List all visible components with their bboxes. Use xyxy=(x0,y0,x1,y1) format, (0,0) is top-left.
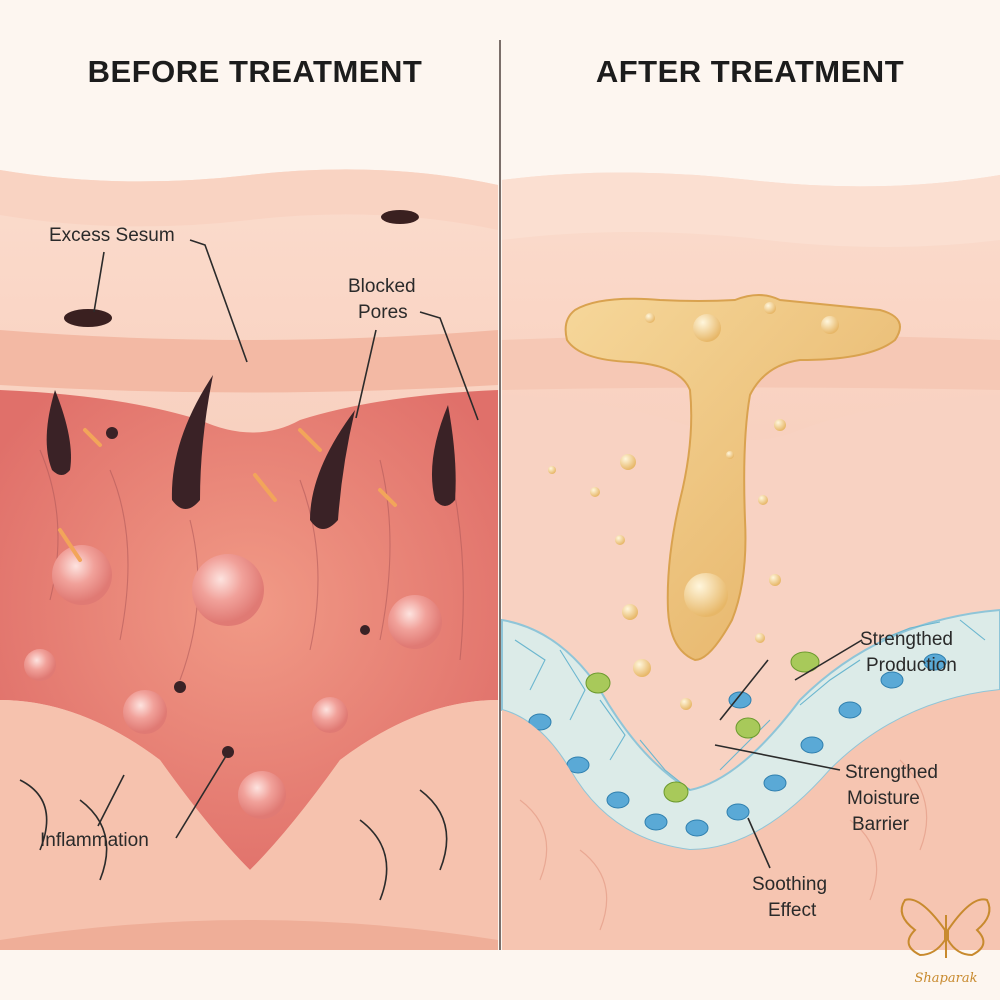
label-barrier-2: Moisture xyxy=(847,788,920,809)
butterfly-logo: Shaparak xyxy=(900,898,991,986)
leader-blocked-pores-b xyxy=(419,311,479,421)
pimple-4 xyxy=(123,690,167,734)
leader-excess-sebum-a xyxy=(189,239,248,363)
pimple-7 xyxy=(24,649,56,681)
inflamed-dermis xyxy=(0,390,498,870)
barrier-cells-green xyxy=(585,651,820,803)
label-production-2: Production xyxy=(866,655,957,676)
label-barrier-3: Barrier xyxy=(852,814,910,835)
serum-drop xyxy=(564,294,901,662)
leader-production xyxy=(794,639,863,681)
follicle-3 xyxy=(310,410,355,529)
label-blocked-pores-2: Pores xyxy=(358,302,408,323)
leader-production-b xyxy=(719,659,769,721)
follicle-4 xyxy=(431,405,456,506)
before-panel: Excess Sesum Blocked Pores Inflammation xyxy=(0,169,498,950)
after-texture-lines xyxy=(519,759,928,931)
after-panel: Strengthed Production Strengthed Moistur… xyxy=(501,172,1000,986)
barrier-cells-blue xyxy=(528,653,947,837)
label-inflammation: Inflammation xyxy=(40,830,149,851)
leader-barrier xyxy=(714,744,841,771)
label-production-1: Strengthed xyxy=(860,629,953,650)
pimple-6 xyxy=(238,771,286,819)
serum-droplets xyxy=(548,419,786,710)
barrier-mesh xyxy=(514,619,986,791)
leader-inflammation-a xyxy=(97,774,125,827)
label-soothing-2: Effect xyxy=(768,900,817,921)
pimple-3 xyxy=(388,595,442,649)
after-epidermis-top xyxy=(502,172,1000,248)
after-lower-dermis xyxy=(502,690,1000,950)
moisture-barrier-band xyxy=(501,608,1000,852)
before-epidermis-top xyxy=(0,169,498,230)
pimple-5 xyxy=(312,697,348,733)
pore-surface-2 xyxy=(64,309,112,327)
after-title: AFTER TREATMENT xyxy=(596,54,904,89)
butterfly-right-wing-icon xyxy=(947,898,991,957)
pore-surface-1 xyxy=(381,210,419,224)
butterfly-left-wing-icon xyxy=(900,898,946,957)
inflammation-streaks xyxy=(58,428,397,562)
pimple-2 xyxy=(192,554,264,626)
leader-soothing xyxy=(747,817,771,869)
label-excess-sebum: Excess Sesum xyxy=(49,225,175,246)
leader-blocked-pores-a xyxy=(355,329,377,419)
logo-text: Shaparak xyxy=(915,971,978,986)
leader-excess-sebum-b xyxy=(93,251,105,313)
before-epidermis-band xyxy=(0,330,498,393)
serum-bubble-large xyxy=(684,573,728,617)
leader-inflammation-b xyxy=(175,755,227,839)
label-blocked-pores-1: Blocked xyxy=(348,276,416,297)
label-soothing-1: Soothing xyxy=(752,874,827,895)
before-title: BEFORE TREATMENT xyxy=(88,54,423,89)
follicle-1 xyxy=(46,390,71,475)
skin-texture-lines xyxy=(19,779,448,901)
label-barrier-1: Strengthed xyxy=(845,762,938,783)
follicle-2 xyxy=(171,375,213,509)
before-lower-dermis xyxy=(0,700,498,950)
calm-dermis xyxy=(502,395,1000,790)
pimple-1 xyxy=(52,545,112,605)
